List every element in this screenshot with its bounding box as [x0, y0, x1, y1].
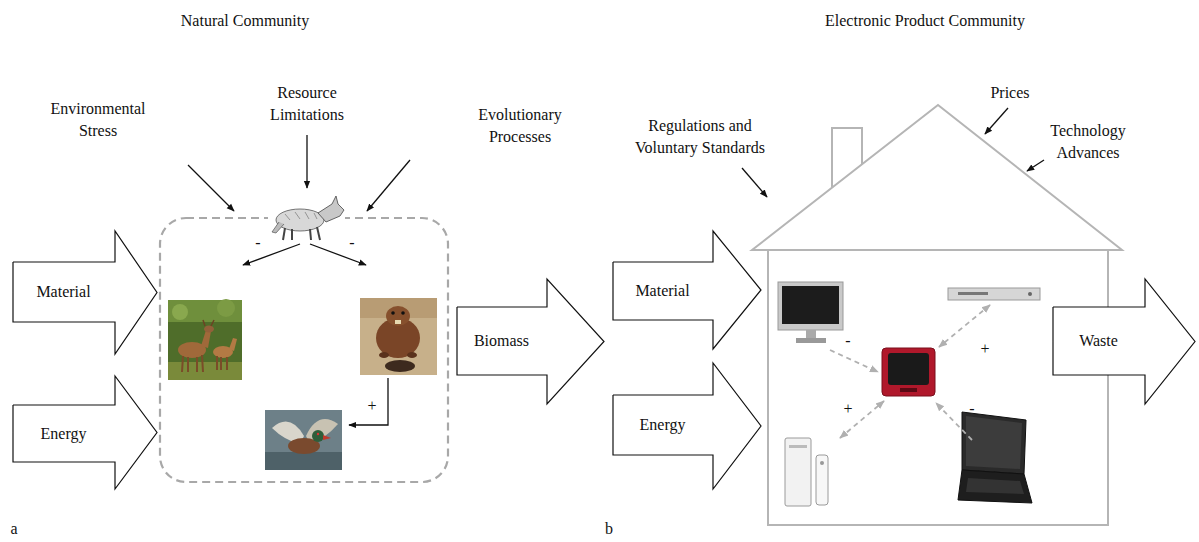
block-arrow: Waste — [1052, 278, 1196, 405]
interaction-sign: - — [342, 232, 362, 254]
product-interaction-arrows — [830, 305, 990, 440]
arrow-label: Waste — [1079, 331, 1118, 351]
arrow-label: Energy — [41, 424, 87, 444]
deer-picture — [168, 299, 242, 380]
block-arrow-outline — [457, 279, 604, 404]
panel-letter: b — [601, 518, 617, 540]
facilitation-arrow — [349, 378, 388, 425]
predation-arrows — [243, 244, 366, 265]
factor-label: Resource Limitations — [262, 82, 352, 126]
interaction-sign: + — [838, 398, 858, 420]
laptop-picture — [958, 412, 1032, 503]
factor-label: Technology Advances — [1041, 120, 1136, 164]
interaction-sign: - — [838, 330, 858, 352]
block-arrow: Material — [612, 230, 762, 350]
interaction-sign: + — [362, 395, 382, 417]
factor-label: Prices — [980, 82, 1040, 104]
block-arrow-outline — [613, 231, 761, 349]
block-arrow-outline — [13, 376, 157, 489]
factor-label: Environmental Stress — [43, 98, 153, 142]
interaction-sign: + — [975, 338, 995, 360]
game-console-picture — [785, 438, 828, 506]
flat-tv-picture — [778, 282, 843, 343]
arrow-label: Energy — [640, 415, 686, 435]
community-boundary — [160, 218, 448, 482]
interaction-sign: - — [962, 398, 982, 420]
block-arrow-outline — [613, 363, 761, 489]
block-arrow-outline — [13, 231, 157, 354]
block-arrow: Energy — [12, 375, 158, 490]
wolf-picture — [268, 192, 345, 242]
block-arrow-shape — [1052, 278, 1196, 405]
interaction-sign: - — [248, 232, 268, 254]
block-arrow-outline — [1053, 279, 1195, 404]
block-arrow: Energy — [612, 362, 762, 490]
factor-label: Evolutionary Processes — [470, 104, 570, 148]
block-arrow: Biomass — [456, 278, 605, 405]
panel-letter: a — [6, 518, 22, 540]
crt-tv-picture — [882, 348, 935, 396]
arrow-label: Material — [635, 281, 689, 301]
duck-picture — [265, 410, 342, 470]
block-arrow: Material — [12, 230, 158, 355]
panel-title: Natural Community — [115, 10, 375, 32]
beaver-picture — [360, 298, 437, 375]
block-arrow-shape — [612, 362, 762, 490]
arrow-label: Material — [36, 282, 90, 302]
arrow-label: Biomass — [474, 331, 529, 351]
dvd-player-picture — [948, 288, 1040, 300]
factor-label: Regulations and Voluntary Standards — [625, 115, 775, 159]
panel-title: Electronic Product Community — [775, 10, 1075, 32]
